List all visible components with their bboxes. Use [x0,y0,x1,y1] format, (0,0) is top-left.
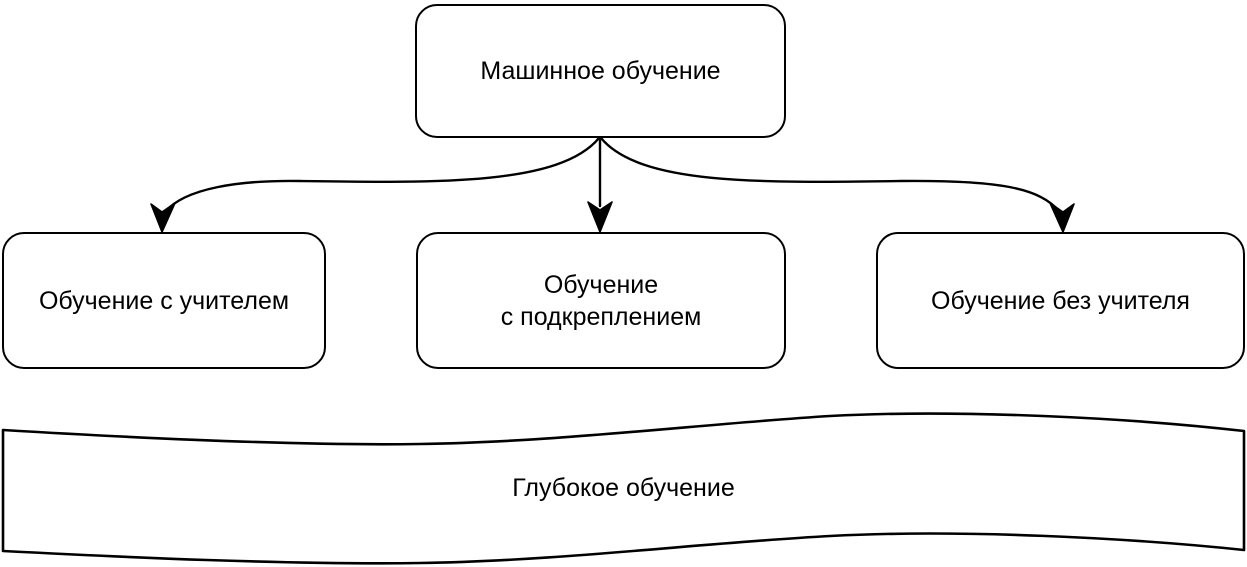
connector-root-to-unsupervised [599,136,1075,233]
node-unsupervised-learning-label: Обучение без учителя [931,286,1190,315]
node-supervised-learning[interactable]: Обучение с учителем [2,232,326,369]
deep-learning-banner-shape [1,412,1246,565]
node-reinforcement-learning-label: Обучение с подкреплением [500,270,702,331]
deep-learning-banner-label: Глубокое обучение [512,474,735,502]
node-unsupervised-learning[interactable]: Обучение без учителя [876,232,1245,369]
arrowhead-unsupervised [1049,202,1075,233]
arrowhead-supervised [150,202,176,233]
node-machine-learning[interactable]: Машинное обучение [415,4,786,138]
node-reinforcement-learning[interactable]: Обучение с подкреплением [416,232,786,369]
connector-root-to-supervised [150,136,601,233]
node-machine-learning-label: Машинное обучение [480,57,721,85]
node-supervised-learning-label: Обучение с учителем [38,286,290,315]
connector-root-to-reinforcement [587,136,613,233]
arrowhead-reinforcement [587,201,613,233]
